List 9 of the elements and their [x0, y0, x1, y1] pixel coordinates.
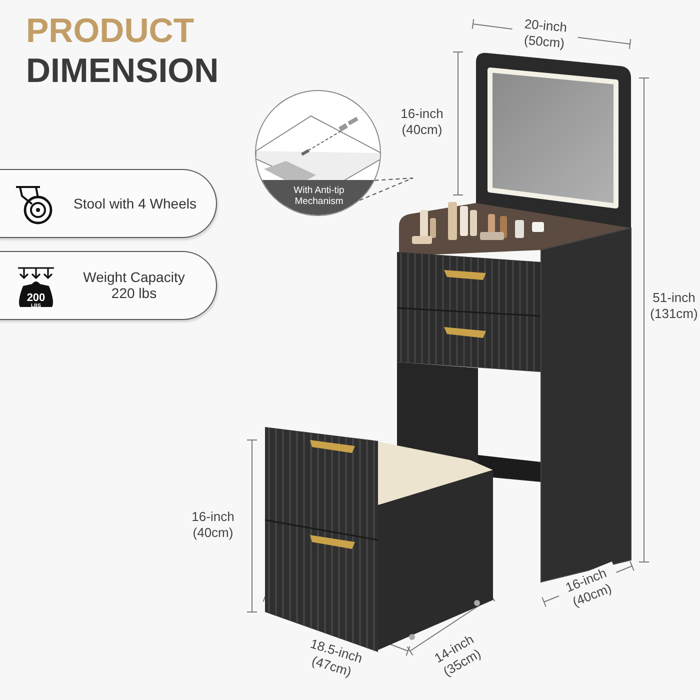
feature-card — [0, 169, 217, 238]
heading-line: DIMENSION — [26, 52, 220, 91]
weight-value: 200 — [26, 292, 46, 304]
feature-label: Stool with 4 Wheels — [72, 195, 198, 212]
dimension-label: 51-inch (131cm) — [648, 290, 700, 322]
feature-label: Weight Capacity 220 lbs — [82, 268, 186, 302]
leader-line — [359, 178, 414, 201]
feature-card — [0, 251, 217, 320]
heading-line: PRODUCT — [26, 12, 196, 51]
